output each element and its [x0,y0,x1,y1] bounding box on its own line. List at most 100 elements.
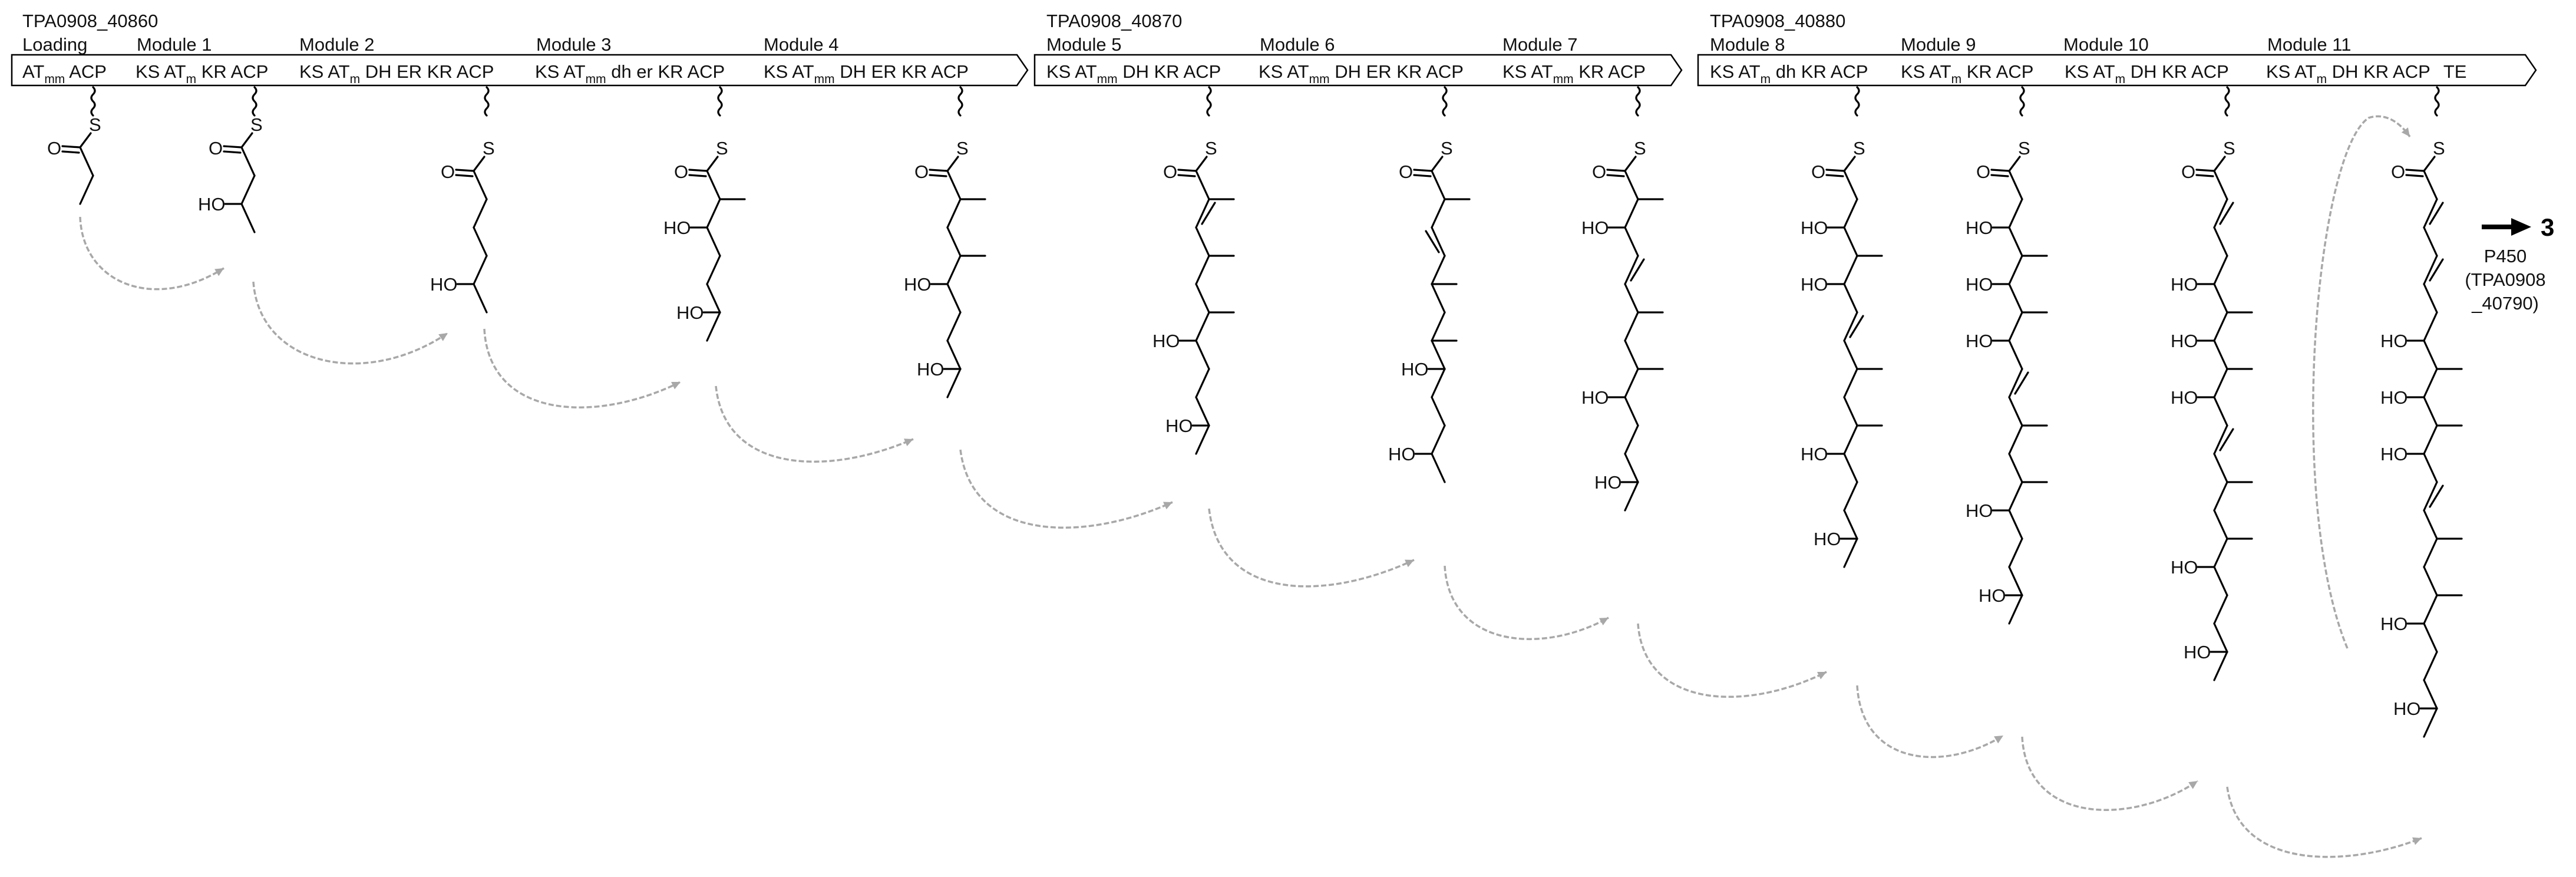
module-label-10: Module 10 [2063,34,2149,55]
carbonyl-bond [1413,169,1433,172]
gene-label-40860: TPA0908_40860 [22,11,158,31]
chain-bond [946,339,962,370]
chain-double-bond [1849,315,1864,338]
hydroxyl-group: HO [1966,217,1993,238]
chain-bond [1195,283,1210,314]
chain-bond [1195,170,1210,200]
chain-bond [1431,339,1446,370]
hydroxyl-group: HO [1152,331,1180,351]
carbonyl-double [1990,174,2009,177]
transfer-arrow-5 [959,449,1173,529]
chain-bond [1195,255,1210,285]
carbonyl-bond [688,169,708,172]
thioester-bond [946,156,959,172]
chain-bond [2213,368,2228,398]
oxygen-atom: O [1399,161,1413,182]
transfer-arrowhead [214,268,224,276]
hydroxyl-group: HO [1801,217,1828,238]
chain-double-bond [2429,258,2444,282]
chain-bond [1195,339,1210,370]
chain-bond [2008,594,2023,625]
chain-bond [79,146,94,177]
chain-bond [706,198,721,229]
domains-module-8: KS ATm dh KR ACP [1710,61,1868,86]
oxygen-atom: O [1811,161,1825,182]
chain-bond [2213,198,2228,229]
transfer-arrow-6 [1208,508,1415,588]
domains-module-10: KS ATm DH KR ACP [2065,61,2229,86]
domains-module-6: KS ATmm DH ER KR ACP [1259,61,1464,86]
chain-bond [473,170,488,200]
acp-wavy-bond [2224,86,2230,117]
chain-bond [2423,707,2438,738]
chain-bond [946,198,962,229]
hydroxyl-group: HO [1966,500,1993,521]
chain-bond [2008,396,2023,427]
hydroxyl-group: HO [1165,416,1193,436]
transfer-arrowhead [438,333,448,341]
chain-bond [2423,481,2438,512]
transfer-arrowhead [671,381,681,390]
chain-bond [2213,509,2228,540]
hydroxyl-group: HO [904,274,932,295]
acp-wavy-bond [1206,86,1212,117]
chain-bond [1843,509,1858,540]
chain-bond [1624,198,1639,229]
p450-conversion: 3 P450 (TPA0908 _40790) [2465,213,2554,314]
module-label-2: Module 2 [299,34,375,55]
hydroxyl-group: HO [2380,331,2408,351]
transfer-arrow-3 [483,328,681,409]
transfer-arrowhead [1599,618,1609,625]
chain-bond [2423,594,2438,625]
module-label-11: Module 11 [2267,34,2351,55]
carbonyl-double [1413,174,1432,177]
chain-bond [473,255,488,285]
chain-bond [1843,368,1858,398]
chain-bond [2008,453,2023,483]
chain-bond [2423,566,2438,596]
transfer-arrows [79,115,2422,858]
transfer-arrow-9 [1856,685,2004,759]
chain-double-bond [2014,371,2029,395]
chain-bond [1431,226,1446,257]
chain-bond [2008,538,2023,568]
chain-bond [946,226,962,257]
chain-bond [2213,594,2228,625]
chain-bond [2213,396,2228,427]
thioester-bond [1843,156,1856,172]
chain-bond [473,198,488,229]
gene-label-40880: TPA0908_40880 [1710,11,1845,31]
chain-bond [1843,283,1858,314]
transfer-arrow-10 [2021,736,2198,812]
chain-bond [2213,226,2228,257]
sulfur-atom: S [483,138,495,159]
sulfur-atom: S [2018,138,2030,159]
chain-bond [706,170,721,200]
chain-bond [1624,368,1639,398]
chain-bond [2213,481,2228,512]
transfer-arrow-7 [1444,565,1609,641]
transfer-arrowhead [1817,672,1827,680]
chain-bond [1431,198,1446,229]
transfer-arrow-2 [252,281,448,365]
oxygen-atom: O [914,161,929,182]
transfer-arrow-8 [1637,623,1827,698]
oxygen-atom: O [47,138,61,159]
domains-module-7: KS ATmm KR ACP [1502,61,1646,86]
acp-wavy-bond [1854,86,1860,117]
chain-bond [2008,368,2023,398]
carbonyl-bond [1177,169,1197,172]
chain-bond [1431,255,1446,285]
module-label-6: Module 6 [1260,34,1335,55]
chain-double-bond [2429,484,2444,508]
chain-bond [2008,283,2023,314]
chain-bond [1195,226,1210,257]
chain-bond [2008,509,2023,540]
chain-bond [946,368,962,398]
